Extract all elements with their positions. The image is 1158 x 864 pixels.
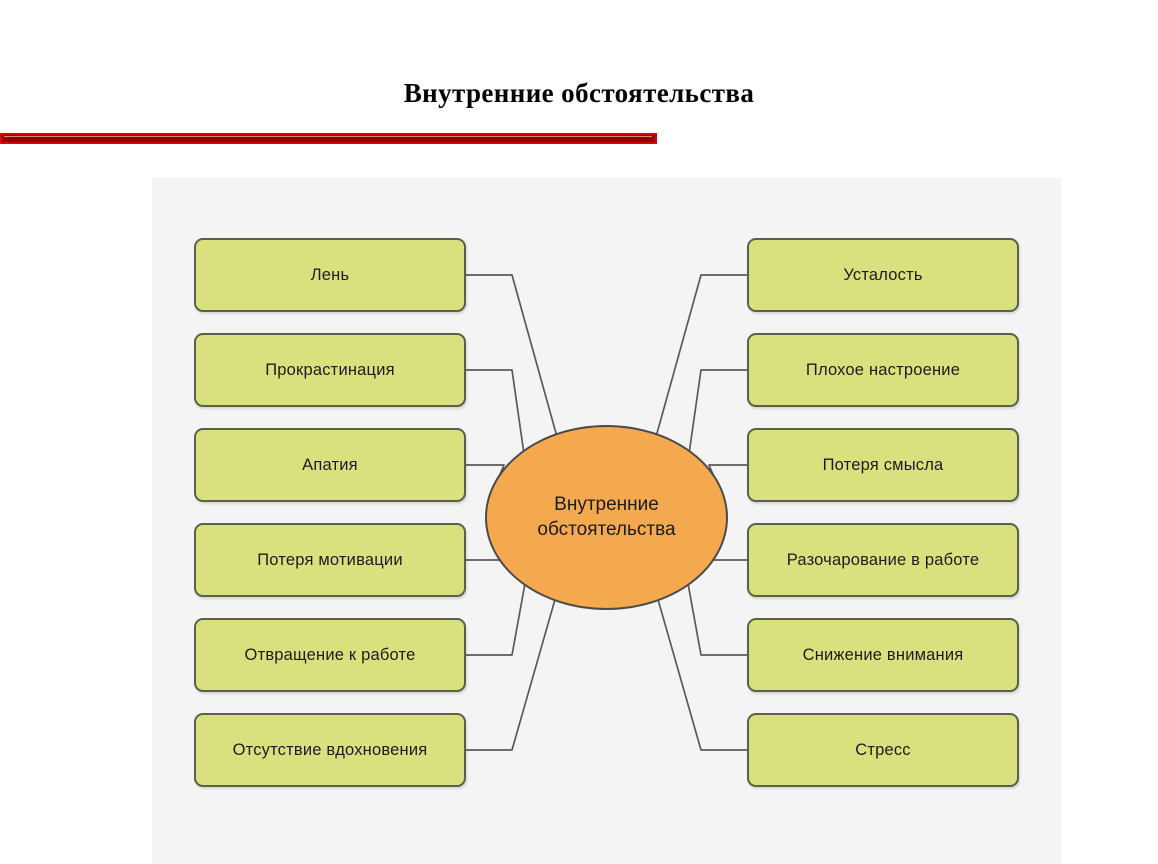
node-left-6-label: Отсутствие вдохновения xyxy=(232,740,428,759)
node-right-6-label: Стресс xyxy=(855,740,911,759)
node-left-5[interactable]: Отвращение к работе xyxy=(194,618,466,692)
node-left-2-label: Прокрастинация xyxy=(265,360,395,379)
center-node-label: Внутренние обстоятельства xyxy=(537,493,676,540)
node-left-1[interactable]: Лень xyxy=(194,238,466,312)
node-right-5[interactable]: Снижение внимания xyxy=(747,618,1019,692)
node-left-1-label: Лень xyxy=(310,265,350,284)
node-right-4[interactable]: Разочарование в работе xyxy=(747,523,1019,597)
node-right-1[interactable]: Усталость xyxy=(747,238,1019,312)
rule-highlight-line xyxy=(4,136,652,137)
connector-left-5 xyxy=(465,577,527,656)
diagram-panel: Лень Прокрастинация Апатия Потеря мотива… xyxy=(152,178,1061,864)
center-node[interactable]: Внутренние обстоятельства xyxy=(485,425,728,610)
node-right-4-label: Разочарование в работе xyxy=(786,550,980,569)
node-left-3[interactable]: Апатия xyxy=(194,428,466,502)
node-left-4-label: Потеря мотивации xyxy=(257,550,403,569)
node-right-3[interactable]: Потеря смысла xyxy=(747,428,1019,502)
title-underline-rule xyxy=(0,133,657,144)
connector-left-1 xyxy=(465,274,560,445)
node-right-2-label: Плохое настроение xyxy=(805,360,961,379)
connector-right-1 xyxy=(653,274,748,445)
connector-left-2 xyxy=(465,369,526,462)
node-left-5-label: Отвращение к работе xyxy=(244,645,416,664)
node-left-3-label: Апатия xyxy=(302,455,358,474)
node-right-6[interactable]: Стресс xyxy=(747,713,1019,787)
connector-right-2 xyxy=(687,369,748,462)
node-right-2[interactable]: Плохое настроение xyxy=(747,333,1019,407)
connector-right-6 xyxy=(656,595,748,751)
page-title: Внутренние обстоятельства xyxy=(403,78,755,108)
node-left-4[interactable]: Потеря мотивации xyxy=(194,523,466,597)
connector-right-5 xyxy=(686,577,748,656)
node-right-5-label: Снижение внимания xyxy=(802,645,964,664)
node-right-1-label: Усталость xyxy=(843,265,923,284)
node-left-2[interactable]: Прокрастинация xyxy=(194,333,466,407)
rule-inner-band xyxy=(2,135,655,142)
node-right-3-label: Потеря смысла xyxy=(822,455,944,474)
connector-left-6 xyxy=(465,595,557,751)
node-left-6[interactable]: Отсутствие вдохновения xyxy=(194,713,466,787)
